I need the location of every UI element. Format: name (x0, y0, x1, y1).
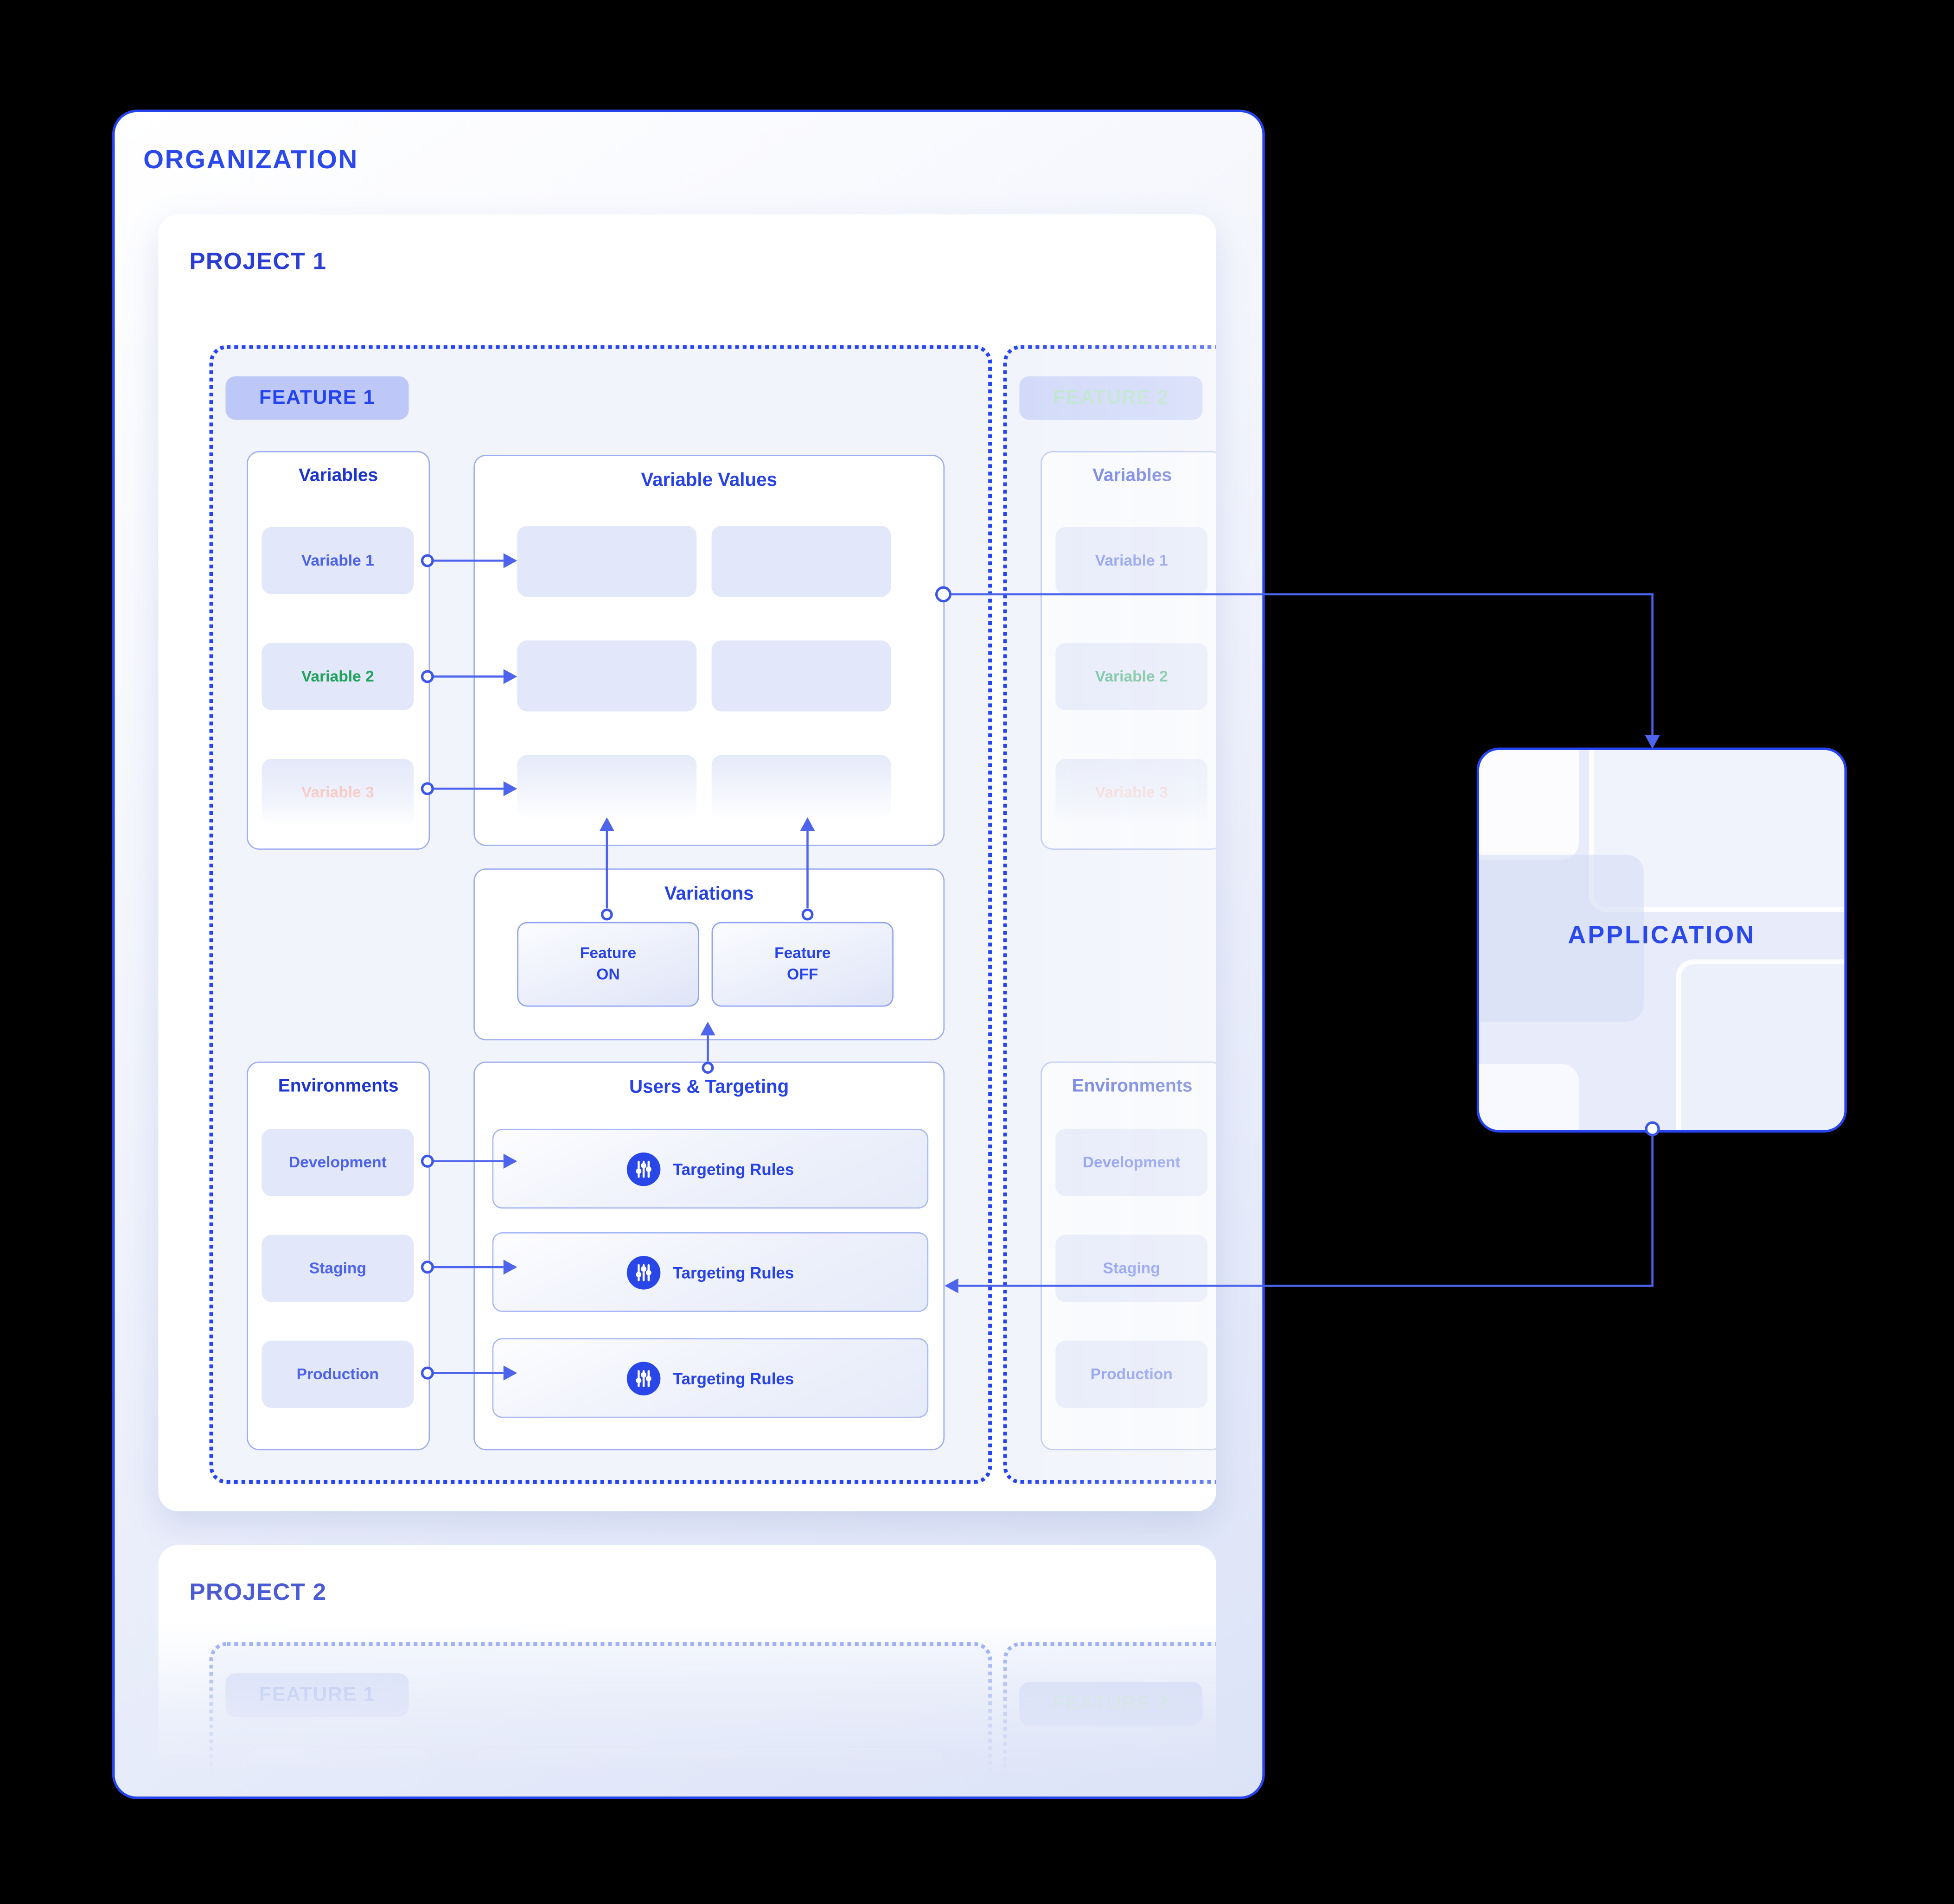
environments-title: Environments (278, 1076, 399, 1096)
project-2-feature-2-badge: FEATURE 2 (1019, 1682, 1203, 1726)
feature-2-box: FEATURE 2 Variables Variable 1 Variable … (1003, 345, 1216, 1484)
environment-item: Staging (262, 1235, 414, 1302)
targeting-rules-icon (626, 1361, 660, 1395)
application-decoration (1479, 750, 1579, 860)
targeting-rules-row: Targeting Rules (492, 1338, 929, 1418)
environments-panel: Environments Development Staging Product… (247, 1061, 430, 1451)
feature-2-environments-title: Environments (1072, 1076, 1193, 1096)
organization-title: ORGANIZATION (143, 146, 358, 175)
targeting-rules-row: Targeting Rules (492, 1128, 929, 1209)
variations-title: Variations (664, 883, 754, 905)
feature-off-node: Feature OFF (711, 922, 894, 1007)
variable-value-placeholder (711, 640, 891, 712)
environment-item: Development (262, 1128, 414, 1196)
variable-value-placeholder (517, 526, 697, 597)
environment-item: Development (1055, 1128, 1208, 1196)
variable-value-placeholder (711, 755, 891, 820)
feature-2-badge-label: FEATURE 2 (1053, 387, 1169, 408)
application-decoration (1676, 959, 1845, 1130)
variable-item: Variable 1 (262, 527, 414, 594)
project-2-card: PROJECT 2 FEATURE 1 FEATURE 2 (158, 1545, 1216, 1792)
targeting-rules-label: Targeting Rules (672, 1369, 794, 1388)
users-targeting-title: Users & Targeting (629, 1076, 789, 1098)
project-2-feature-2-badge-label: FEATURE 2 (1053, 1692, 1169, 1714)
ghost-panel (247, 1746, 430, 1792)
feature-2-badge: FEATURE 2 (1019, 376, 1203, 420)
feature-on-line1: Feature (580, 944, 637, 962)
project-1-card: PROJECT 1 FEATURE 1 Variables Variable 1… (158, 214, 1216, 1511)
variable-value-placeholder (711, 526, 891, 597)
feature-2-content: FEATURE 2 Variables Variable 1 Variable … (1003, 345, 1216, 1476)
targeting-rules-row: Targeting Rules (492, 1232, 929, 1312)
variable-values-panel: Variable Values (473, 454, 945, 846)
variable-item: Variable 2 (262, 643, 414, 710)
environment-item: Staging (1055, 1235, 1208, 1302)
application-box: APPLICATION (1476, 747, 1847, 1133)
environment-item: Production (262, 1340, 414, 1408)
application-decoration (1479, 1064, 1579, 1130)
targeting-rules-label: Targeting Rules (672, 1262, 794, 1282)
feature-off-line1: Feature (774, 944, 831, 962)
project-2-feature-1-badge: FEATURE 1 (225, 1673, 409, 1717)
targeting-rules-icon (626, 1255, 660, 1289)
feature-2-variables-panel: Variables Variable 1 Variable 2 Variable… (1041, 451, 1216, 850)
variables-title: Variables (299, 466, 378, 486)
variable-value-placeholder (517, 755, 697, 820)
application-title: APPLICATION (1568, 922, 1756, 949)
variable-values-title: Variable Values (641, 470, 777, 491)
variable-value-placeholder (517, 640, 697, 712)
arrowhead-icon (1645, 735, 1660, 749)
targeting-rules-label: Targeting Rules (672, 1159, 794, 1178)
project-1-title: PROJECT 1 (189, 249, 327, 275)
project-2-title: PROJECT 2 (189, 1579, 327, 1606)
ghost-panel (473, 1746, 945, 1792)
feature-2-variables-title: Variables (1092, 466, 1172, 486)
variable-item: Variable 3 (262, 758, 414, 826)
variables-panel: Variables Variable 1 Variable 2 Variable… (247, 451, 430, 850)
variable-item: Variable 3 (1055, 758, 1208, 826)
feature-off-line2: OFF (787, 965, 818, 983)
targeting-rules-icon (626, 1152, 660, 1186)
environment-item: Production (1055, 1340, 1208, 1408)
feature-on-line2: ON (596, 965, 620, 983)
feature-1-badge: FEATURE 1 (225, 376, 409, 420)
variable-item: Variable 1 (1055, 527, 1208, 594)
feature-2-environments-panel: Environments Development Staging Product… (1041, 1061, 1216, 1451)
users-targeting-panel: Users & Targeting Targeting Rules Target… (473, 1061, 945, 1451)
application-decoration (1479, 854, 1644, 1022)
variations-panel: Variations Feature ON Feature OFF (473, 868, 945, 1041)
feature-on-node: Feature ON (517, 922, 699, 1007)
variable-item: Variable 2 (1055, 643, 1208, 710)
